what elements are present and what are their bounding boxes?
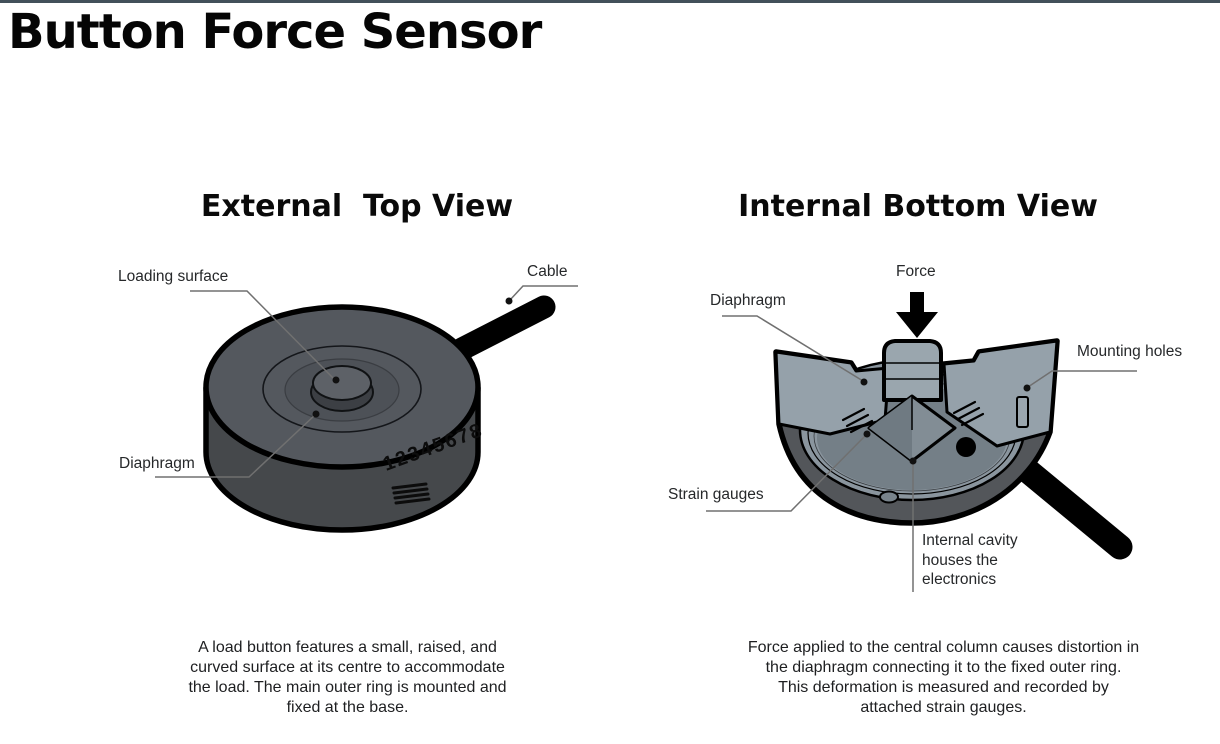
load-button-side [310,372,374,412]
description-line: A load button features a small, raised, … [198,639,497,656]
outer-shell [773,338,1060,526]
column-core-cut [867,394,957,463]
label-internal-cavity: Internal cavity houses the electronics [922,531,1052,590]
central-column [882,339,943,402]
internal-leader-dots [860,378,1031,465]
description-line: attached strain gauges. [860,699,1027,716]
cavity-rim-ring [807,371,1017,495]
label-internal-cavity-line: houses the [922,551,998,569]
external-leader-dots [312,297,513,418]
internal-view-heading: Internal Bottom View [738,189,1098,224]
description-line: fixed at the base. [286,699,409,716]
recess-dish [284,358,400,422]
mounting-hole-slot [1016,396,1029,428]
page-title: Button Force Sensor [8,4,542,60]
description-line: Force applied to the central column caus… [747,639,1140,656]
label-strain-gauges: Strain gauges [668,486,764,503]
description-line: the diaphragm connecting it to the fixed… [765,659,1122,676]
force-arrow-icon [896,292,938,338]
cable-entry-hole [956,437,976,457]
load-button-top [312,365,372,401]
top-border-bar [0,0,1220,3]
cable-shape [450,295,556,361]
label-loading-surface: Loading surface [118,268,229,285]
label-diaphragm-internal: Diaphragm [710,292,786,309]
cavity-rim-ring-inner [813,380,1011,492]
external-leader-lines [155,285,578,478]
column-core-shadow [869,396,912,461]
cavity-bowl [798,358,1026,502]
description-line: This deformation is measured and recorde… [778,679,1109,696]
label-internal-cavity-line: electronics [922,571,997,588]
puck-side [203,385,481,533]
vent-hatch-lines [391,482,431,505]
cut-face-right [942,339,1059,448]
label-force: Force [896,263,936,280]
description-line: curved surface at its centre to accommod… [190,659,505,676]
description-line: the load. The main outer ring is mounted… [188,679,507,696]
diaphragm-ring [262,345,422,433]
label-diaphragm-external: Diaphragm [119,455,195,472]
external-view-diagram: 12345678 [155,285,578,533]
external-view-heading: External Top View [200,189,514,224]
small-hole [879,490,899,504]
cut-face-left [774,350,891,436]
strain-gauge-marks [841,400,985,434]
label-mounting-holes: Mounting holes [1077,343,1183,360]
puck-top-surface [203,304,481,470]
label-internal-cavity-line: Internal cavity [922,532,1018,549]
cavity-floor [817,386,1007,490]
serial-marking: 12345678 [380,419,486,476]
label-cable: Cable [527,263,568,280]
external-view-description: A load button features a small, raised, … [145,638,550,718]
internal-view-description: Force applied to the central column caus… [700,638,1187,718]
